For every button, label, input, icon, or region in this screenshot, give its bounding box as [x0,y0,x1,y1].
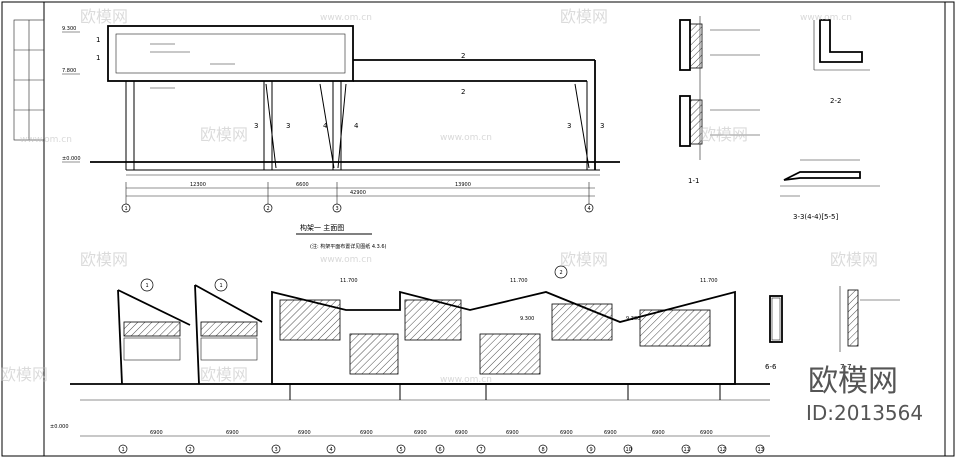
svg-text:11.700: 11.700 [700,278,718,284]
svg-text:3: 3 [567,122,571,130]
svg-text:±0.000: ±0.000 [50,424,69,430]
svg-text:7: 7 [480,447,483,453]
svg-text:6900: 6900 [150,430,163,436]
svg-text:4: 4 [354,122,359,130]
svg-text:5: 5 [400,447,403,453]
svg-text:6900: 6900 [298,430,311,436]
svg-text:欧模网: 欧模网 [700,125,748,144]
svg-text:欧模网: 欧模网 [560,250,608,269]
callout-1b: 1 [220,283,223,289]
svg-text:www.om.cn: www.om.cn [440,375,492,385]
svg-text:6900: 6900 [360,430,373,436]
upper-axis-3: 3 [336,206,339,212]
svg-text:6900: 6900 [700,430,713,436]
svg-text:www.om.cn: www.om.cn [20,135,72,145]
svg-text:6900: 6900 [560,430,573,436]
svg-text:www.om.cn: www.om.cn [800,13,852,23]
svg-text:欧模网: 欧模网 [0,365,48,384]
svg-text:6900: 6900 [604,430,617,436]
svg-text:10: 10 [626,447,632,453]
brand-logo-text: 欧模网 [808,364,898,399]
svg-text:9.300: 9.300 [520,316,534,322]
lower-levels: 11.700 11.700 11.700 9.300 9.300 ±0.000 [50,278,718,430]
svg-text:4: 4 [330,447,333,453]
svg-text:6900: 6900 [414,430,427,436]
lower-dims: 6900 6900 6900 6900 6900 6900 6900 6900 … [150,430,713,436]
svg-text:1: 1 [122,447,125,453]
section-label-2-2: 2-2 [830,97,841,105]
elevation-title: 构架一 主面图 [300,223,344,232]
section-label-1-1: 1-1 [688,177,699,185]
svg-text:3: 3 [254,122,258,130]
lower-elevation: 1 2 3 4 5 6 7 8 9 10 11 12 13 6900 6900 … [50,265,770,454]
svg-text:1: 1 [96,36,100,44]
svg-text:3: 3 [275,447,278,453]
callout-1a: 1 [146,283,149,289]
upper-level-2: 7.800 [62,68,76,74]
svg-text:11.700: 11.700 [510,278,528,284]
section-6-6: 6-6 [765,295,783,371]
svg-text:9.300: 9.300 [626,316,640,322]
svg-text:11: 11 [684,447,690,453]
section-7-7: 7-7 [839,286,900,371]
upper-dim-1: 12300 [190,182,206,188]
upper-axis-4: 4 [588,206,591,212]
svg-text:欧模网: 欧模网 [200,125,248,144]
svg-text:www.om.cn: www.om.cn [440,133,492,143]
callout-2: 2 [560,270,563,276]
upper-level-3: ±0.000 [62,156,81,162]
svg-text:4: 4 [323,122,328,130]
svg-text:6900: 6900 [226,430,239,436]
svg-text:3: 3 [286,122,290,130]
watermarks: 欧模网 www.om.cn 欧模网 www.om.cn 欧模网 www.om.c… [0,7,923,425]
svg-text:6900: 6900 [506,430,519,436]
upper-axis-2: 2 [267,206,270,212]
svg-text:6: 6 [439,447,442,453]
section-label-3-3: 3-3(4-4)[5-5] [793,213,838,221]
svg-text:6900: 6900 [455,430,468,436]
section-3-3: 3-3(4-4)[5-5] [780,159,880,221]
section-1-1: 1-1 [679,16,760,185]
svg-text:欧模网: 欧模网 [200,365,248,384]
svg-text:12: 12 [720,447,726,453]
watermark-url: www.om.cn [320,13,372,23]
svg-text:9: 9 [590,447,593,453]
svg-text:13: 13 [758,447,764,453]
brand-id-text: ID:2013564 [806,401,923,425]
svg-text:6900: 6900 [652,430,665,436]
upper-axis-1: 1 [125,206,128,212]
elevation-note: (注: 构架平面布置详见图纸 4.3.6) [310,243,387,250]
upper-dim-2: 6600 [296,182,309,188]
upper-dim-total: 42900 [350,190,366,196]
svg-text:8: 8 [542,447,545,453]
svg-text:2: 2 [461,52,465,60]
svg-text:3: 3 [600,122,604,130]
svg-text:www.om.cn: www.om.cn [320,255,372,265]
svg-text:欧模网: 欧模网 [830,250,878,269]
lower-axes: 1 2 3 4 5 6 7 8 9 10 11 12 13 [118,444,765,454]
svg-text:2: 2 [189,447,192,453]
section-label-6-6: 6-6 [765,363,777,371]
svg-text:欧模网: 欧模网 [560,7,608,26]
svg-text:2: 2 [461,88,465,96]
svg-text:1: 1 [96,54,100,62]
watermark-brand: 欧模网 [80,7,128,26]
section-2-2: 2-2 [813,19,870,105]
svg-text:欧模网: 欧模网 [80,250,128,269]
upper-dim-3: 13900 [455,182,471,188]
upper-level-1: 9.300 [62,26,76,32]
upper-elevation: 1 2 3 4 12300 6600 13900 42900 9.300 7.8… [62,25,620,250]
upper-section-marks: 3 3 4 4 3 3 1 1 2 2 [96,36,604,130]
section-label-7-7: 7-7 [840,363,851,371]
svg-text:11.700: 11.700 [340,278,358,284]
